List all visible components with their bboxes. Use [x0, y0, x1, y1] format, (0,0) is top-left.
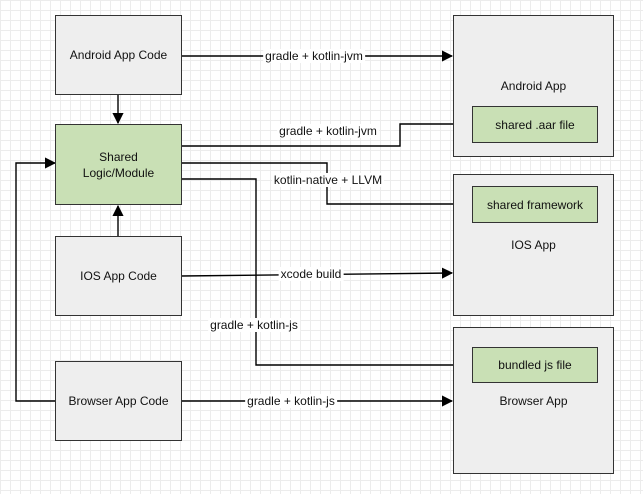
shared-aar-file-box: shared .aar file: [472, 106, 598, 143]
browser-app-container: bundled js file Browser App: [453, 327, 614, 474]
shared-logic-module-node: Shared Logic/Module: [55, 124, 182, 205]
edge-shared-to-js: [181, 178, 473, 371]
ios-app-code-node: IOS App Code: [55, 236, 182, 316]
bundled-js-file-label: bundled js file: [498, 358, 572, 372]
label-shared-to-js: gradle + kotlin-js: [208, 318, 300, 332]
browser-app-title: Browser App: [499, 394, 568, 408]
ios-app-container: shared framework IOS App: [453, 174, 614, 316]
ios-app-code-label: IOS App Code: [80, 269, 157, 283]
edge-shared-to-aar: [181, 118, 473, 147]
bundled-js-file-box: bundled js file: [472, 347, 598, 383]
shared-aar-file-label: shared .aar file: [495, 117, 575, 132]
android-app-title: Android App: [500, 79, 567, 93]
android-app-container: Android App shared .aar file: [453, 15, 614, 157]
shared-framework-box: shared framework: [472, 186, 598, 223]
label-android-code-to-app: gradle + kotlin-jvm: [263, 49, 365, 63]
ios-app-title: IOS App: [511, 238, 556, 252]
browser-app-code-label: Browser App Code: [68, 394, 169, 408]
shared-framework-label: shared framework: [486, 197, 584, 212]
android-app-code-node: Android App Code: [55, 15, 182, 95]
label-browser-code-to-app: gradle + kotlin-js: [245, 394, 337, 408]
label-shared-to-aar: gradle + kotlin-jvm: [277, 124, 379, 138]
label-ios-code-to-app: xcode build: [278, 267, 344, 281]
edge-browser-code-to-shared: [15, 157, 57, 402]
android-app-code-label: Android App Code: [69, 48, 168, 62]
browser-app-code-node: Browser App Code: [55, 361, 182, 441]
label-shared-to-framework: kotlin-native + LLVM: [271, 173, 385, 187]
shared-logic-module-label: Shared Logic/Module: [82, 149, 155, 180]
